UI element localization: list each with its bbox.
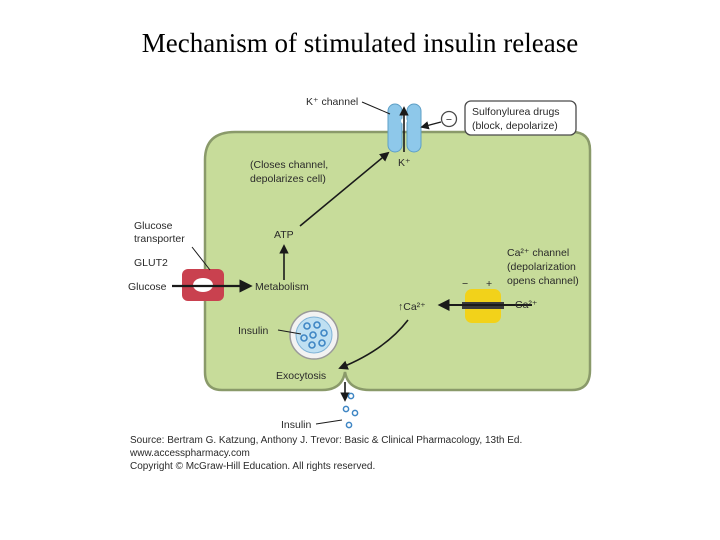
- sulfonylurea-label-line2: (block, depolarize): [472, 120, 558, 132]
- sulfonylurea-label-line1: Sulfonylurea drugs: [472, 106, 560, 118]
- ca-channel-plus: +: [486, 278, 492, 290]
- source-line1: Source: Bertram G. Katzung, Anthony J. T…: [130, 435, 522, 446]
- k-ion-label: K⁺: [398, 157, 411, 169]
- k-channel-leader: [361, 101, 391, 115]
- closes-channel-line1: (Closes channel,: [250, 159, 328, 171]
- insulin-inside-label: Insulin: [238, 325, 269, 337]
- source-line3: Copyright © McGraw-Hill Education. All r…: [130, 461, 375, 472]
- insulin-outside-leader: [315, 419, 343, 425]
- inhibit-symbol: [440, 110, 458, 128]
- glut2-leader: [191, 246, 211, 271]
- source-line2: www.accesspharmacy.com: [129, 448, 250, 459]
- closes-channel-line2: depolarizes cell): [250, 173, 326, 185]
- k-channel: [387, 103, 422, 153]
- glucose-transporter-label-line2: transporter: [134, 233, 185, 245]
- exocytosis-label: Exocytosis: [276, 370, 326, 382]
- ca-channel-label-line3: opens channel): [507, 275, 579, 287]
- glut2-label: GLUT2: [134, 257, 168, 269]
- insulin-vesicle: [289, 310, 339, 360]
- ca-channel-label-line1: Ca²⁺ channel: [507, 247, 569, 259]
- insulin-inside-leader: [277, 329, 302, 335]
- ca-inside-label: ↑Ca²⁺: [398, 301, 426, 313]
- glucose-transporter-label-line1: Glucose: [134, 220, 173, 232]
- glucose-label: Glucose: [128, 281, 167, 293]
- slide-title: Mechanism of stimulated insulin release: [141, 28, 579, 58]
- atp-closes-k-arrow: [299, 151, 390, 227]
- insulin-outside-label: Insulin: [281, 419, 312, 431]
- secreted-insulin: [342, 392, 359, 429]
- sulfonylurea-box: [464, 100, 577, 136]
- ca-exocytosis-arrow: [338, 319, 409, 370]
- atp-label: ATP: [274, 229, 294, 241]
- ca-outside-label: Ca²⁺: [515, 299, 538, 311]
- drug-block-arrow: [420, 121, 442, 130]
- ca-channel-label-line2: (depolarization: [507, 261, 576, 273]
- inhibit-symbol-label: −: [446, 114, 452, 126]
- ca-channel-minus: −: [462, 278, 468, 290]
- metabolism-label: Metabolism: [255, 281, 309, 293]
- k-channel-label: K⁺ channel: [306, 96, 358, 108]
